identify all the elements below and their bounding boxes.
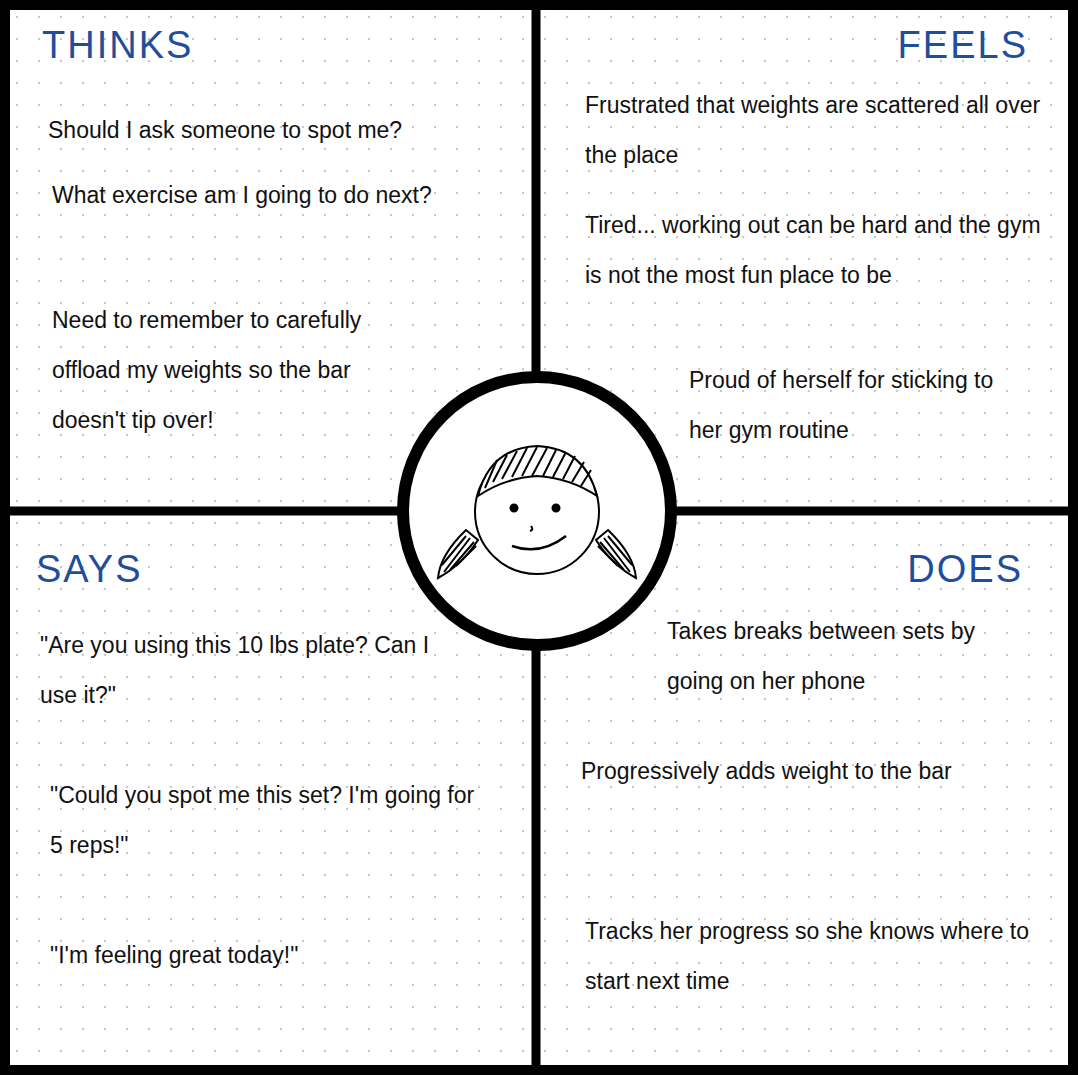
quadrant-note: Tracks her progress so she knows where t… (585, 906, 1045, 1006)
horizontal-divider (0, 507, 1078, 516)
quadrant-note: Should I ask someone to spot me? (48, 105, 488, 155)
quadrant-note: Need to remember to carefully offload my… (52, 295, 412, 445)
quadrant-heading: FEELS (728, 22, 1028, 68)
quadrant-note: Progressively adds weight to the bar (581, 746, 1041, 796)
quadrant-note: "Are you using this 10 lbs plate? Can I … (40, 620, 450, 720)
quadrant-note: "I'm feeling great today!" (50, 930, 500, 980)
quadrant-heading: SAYS (36, 546, 336, 592)
quadrant-note: Tired... working out can be hard and the… (585, 200, 1045, 300)
empathy-quadrant: FEELS Frustrated that weights are scatter… (541, 10, 1068, 507)
quadrant-note: Takes breaks between sets by going on he… (667, 606, 1037, 706)
quadrant-note: What exercise am I going to do next? (52, 170, 432, 220)
empathy-quadrant: SAYS "Are you using this 10 lbs plate? Ca… (10, 516, 532, 1065)
quadrant-note: Frustrated that weights are scattered al… (585, 80, 1045, 180)
vertical-divider (532, 0, 541, 1075)
quadrant-heading: THINKS (42, 22, 342, 68)
quadrant-note: Proud of herself for sticking to her gym… (689, 355, 1029, 455)
quadrant-note: "Could you spot me this set? I'm going f… (50, 770, 480, 870)
empathy-quadrant: DOES Takes breaks between sets by going o… (541, 516, 1068, 1065)
persona-face (438, 446, 636, 578)
quadrant-heading: DOES (723, 546, 1023, 592)
empathy-quadrant: THINKS Should I ask someone to spot me? Wh… (10, 10, 532, 507)
center-circle (403, 377, 671, 645)
